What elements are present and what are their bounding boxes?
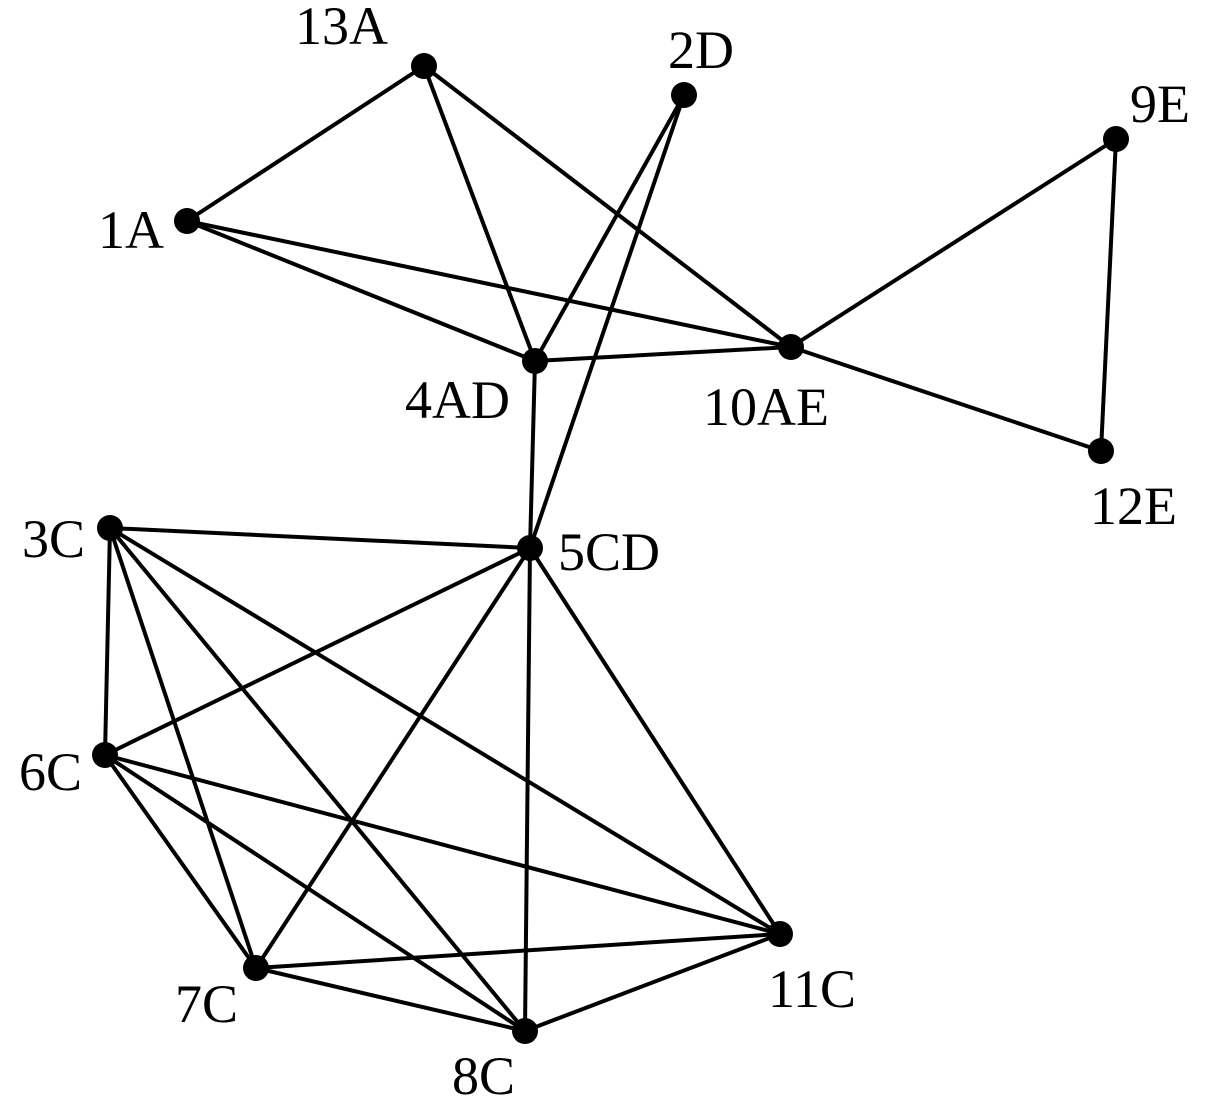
graph-nodes [92, 53, 1129, 1044]
graph-labels: 13A 2D 9E 1A 4AD 10AE 12E 3C 5CD 6C 7C 8C 11C [19, 0, 1190, 1100]
edge-13A-4AD [422, 64, 537, 363]
edge-8C-11C [523, 932, 782, 1033]
edge-1A-4AD [185, 219, 537, 363]
edge-10AE-9E [789, 137, 1118, 349]
edge-5CD-7C [254, 546, 532, 970]
edge-5CD-8C [523, 546, 532, 1033]
edge-4AD-5CD [528, 359, 537, 550]
edge-13A-10AE [422, 64, 793, 349]
node-3C [97, 515, 123, 541]
edge-10AE-12E [789, 345, 1103, 453]
edge-3C-5CD [108, 526, 532, 550]
edge-6C-11C [103, 753, 782, 936]
node-label-8C: 8C [452, 1046, 515, 1100]
edge-3C-11C [108, 526, 782, 936]
node-label-4AD: 4AD [405, 370, 510, 430]
node-13A [411, 53, 437, 79]
node-label-1A: 1A [98, 200, 164, 260]
graph-edges [103, 64, 1118, 1033]
node-label-10AE: 10AE [703, 377, 829, 437]
node-6C [92, 742, 118, 768]
node-8C [512, 1018, 538, 1044]
node-label-2D: 2D [668, 20, 734, 80]
node-label-9E: 9E [1130, 74, 1190, 134]
node-5CD [517, 535, 543, 561]
edge-2D-5CD [528, 93, 686, 550]
edge-6C-8C [103, 753, 527, 1033]
edge-3C-8C [108, 526, 527, 1033]
node-12E [1088, 438, 1114, 464]
node-label-11C: 11C [768, 959, 856, 1019]
edge-2D-4AD [533, 93, 686, 363]
node-4AD [522, 348, 548, 374]
edge-1A-13A [185, 64, 426, 223]
edge-5CD-6C [103, 546, 532, 757]
edge-1A-10AE [185, 219, 793, 349]
edge-3C-6C [103, 526, 112, 757]
edge-4AD-10AE [533, 345, 793, 363]
node-label-5CD: 5CD [558, 522, 660, 582]
edge-9E-12E [1099, 137, 1118, 453]
node-label-7C: 7C [175, 974, 238, 1034]
node-1A [174, 208, 200, 234]
node-2D [671, 82, 697, 108]
node-11C [767, 921, 793, 947]
node-label-13A: 13A [295, 0, 388, 56]
node-10AE [778, 334, 804, 360]
node-7C [243, 955, 269, 981]
edge-7C-8C [254, 966, 527, 1033]
edge-3C-7C [108, 526, 258, 970]
edge-7C-11C [254, 932, 782, 970]
node-9E [1103, 126, 1129, 152]
edge-6C-7C [103, 753, 258, 970]
edge-5CD-11C [528, 546, 782, 936]
node-label-3C: 3C [22, 509, 85, 569]
node-label-12E: 12E [1090, 476, 1177, 536]
node-label-6C: 6C [19, 742, 82, 802]
